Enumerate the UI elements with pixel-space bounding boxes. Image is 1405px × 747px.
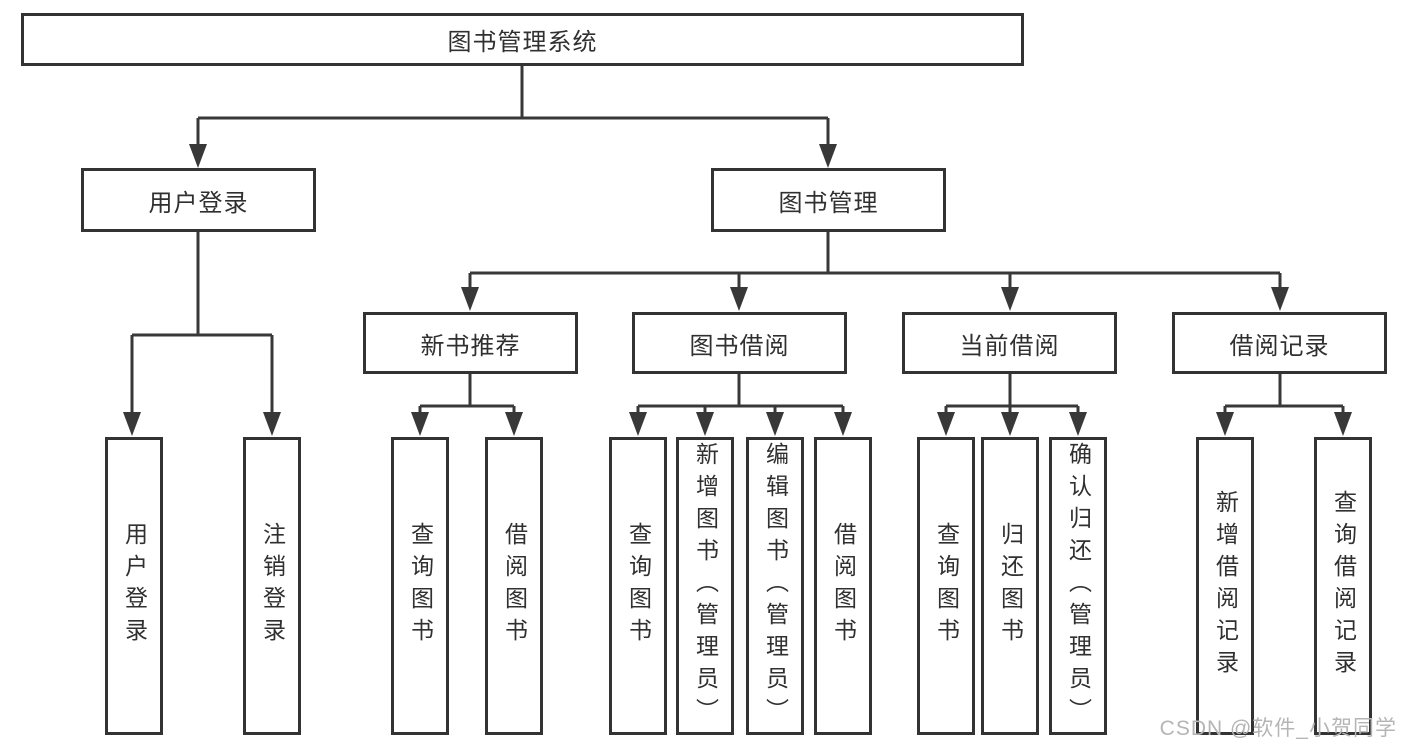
node-label: 查询图书 <box>625 522 652 650</box>
leaf-borrow-books-1: 借阅图书 <box>485 437 543 735</box>
node-label: 查询图书 <box>407 522 434 650</box>
node-label: 借阅记录 <box>1229 332 1330 360</box>
arrowhead <box>834 412 852 436</box>
node-label: 注销登录 <box>259 522 286 650</box>
node-label: 借阅图书 <box>830 522 857 650</box>
node-label: 确认归还（管理员） <box>1065 442 1092 730</box>
node-label: 当前借阅 <box>959 332 1060 360</box>
node-label: 新增图书（管理员） <box>692 442 719 730</box>
node-label: 编辑图书（管理员） <box>762 442 789 730</box>
leaf-add-book-admin: 新增图书（管理员） <box>676 437 734 735</box>
node-label: 图书借阅 <box>689 332 790 360</box>
node-label: 查询图书 <box>933 522 960 650</box>
leaf-query-books-1: 查询图书 <box>391 437 449 735</box>
node-current-borrowing: 当前借阅 <box>902 312 1117 374</box>
edge-records-children <box>1223 374 1345 413</box>
leaf-query-books-3: 查询图书 <box>917 437 975 735</box>
edge-borrow-children <box>636 374 845 413</box>
node-label: 查询借阅记录 <box>1330 490 1357 682</box>
node-label: 归还图书 <box>997 522 1024 650</box>
leaf-logout: 注销登录 <box>243 437 301 735</box>
node-user-login: 用户登录 <box>81 168 316 232</box>
edge-arrowheads <box>123 144 1352 436</box>
arrowhead <box>730 287 748 311</box>
arrowhead <box>937 412 955 436</box>
arrowhead <box>1271 287 1289 311</box>
arrowhead <box>1334 412 1352 436</box>
arrowhead <box>629 412 647 436</box>
node-label: 用户登录 <box>148 189 249 217</box>
arrowhead <box>461 287 479 311</box>
edge-root-to-level2 <box>196 66 830 146</box>
edge-current-children <box>944 374 1080 413</box>
leaf-return-book: 归还图书 <box>981 437 1039 735</box>
node-book-management: 图书管理 <box>711 168 946 232</box>
leaf-confirm-return-admin: 确认归还（管理员） <box>1049 437 1107 735</box>
node-root: 图书管理系统 <box>21 13 1024 66</box>
node-root-label: 图书管理系统 <box>447 29 598 56</box>
edge-newbooks-children <box>418 374 516 413</box>
node-label: 图书管理 <box>778 189 879 217</box>
leaf-query-books-2: 查询图书 <box>609 437 667 735</box>
leaf-add-borrow-record: 新增借阅记录 <box>1196 437 1254 735</box>
arrowhead <box>1001 287 1019 311</box>
arrowhead <box>189 144 207 168</box>
leaf-borrow-books-2: 借阅图书 <box>814 437 872 735</box>
node-label: 借阅图书 <box>501 522 528 650</box>
node-book-borrowing: 图书借阅 <box>632 312 847 374</box>
leaf-edit-book-admin: 编辑图书（管理员） <box>746 437 804 735</box>
arrowhead <box>123 412 141 436</box>
node-new-book-recommend: 新书推荐 <box>363 312 578 374</box>
arrowhead <box>1069 412 1087 436</box>
arrowhead <box>1216 412 1234 436</box>
watermark: CSDN @软件_小贺同学 <box>1159 717 1397 740</box>
arrowhead <box>263 412 281 436</box>
leaf-user-login: 用户登录 <box>105 437 163 735</box>
leaf-query-borrow-record: 查询借阅记录 <box>1314 437 1372 735</box>
edge-bookmgmt-children <box>468 232 1282 289</box>
node-label: 新增借阅记录 <box>1212 490 1239 682</box>
node-label: 用户登录 <box>121 522 148 650</box>
arrowhead <box>819 144 837 168</box>
arrowhead <box>766 412 784 436</box>
edge-userlogin-children <box>130 232 274 413</box>
arrowhead <box>696 412 714 436</box>
arrowhead <box>1001 412 1019 436</box>
edge-lines <box>130 66 1345 413</box>
arrowhead <box>411 412 429 436</box>
node-label: 新书推荐 <box>420 332 521 360</box>
arrowhead <box>505 412 523 436</box>
node-borrowing-records: 借阅记录 <box>1172 312 1387 374</box>
